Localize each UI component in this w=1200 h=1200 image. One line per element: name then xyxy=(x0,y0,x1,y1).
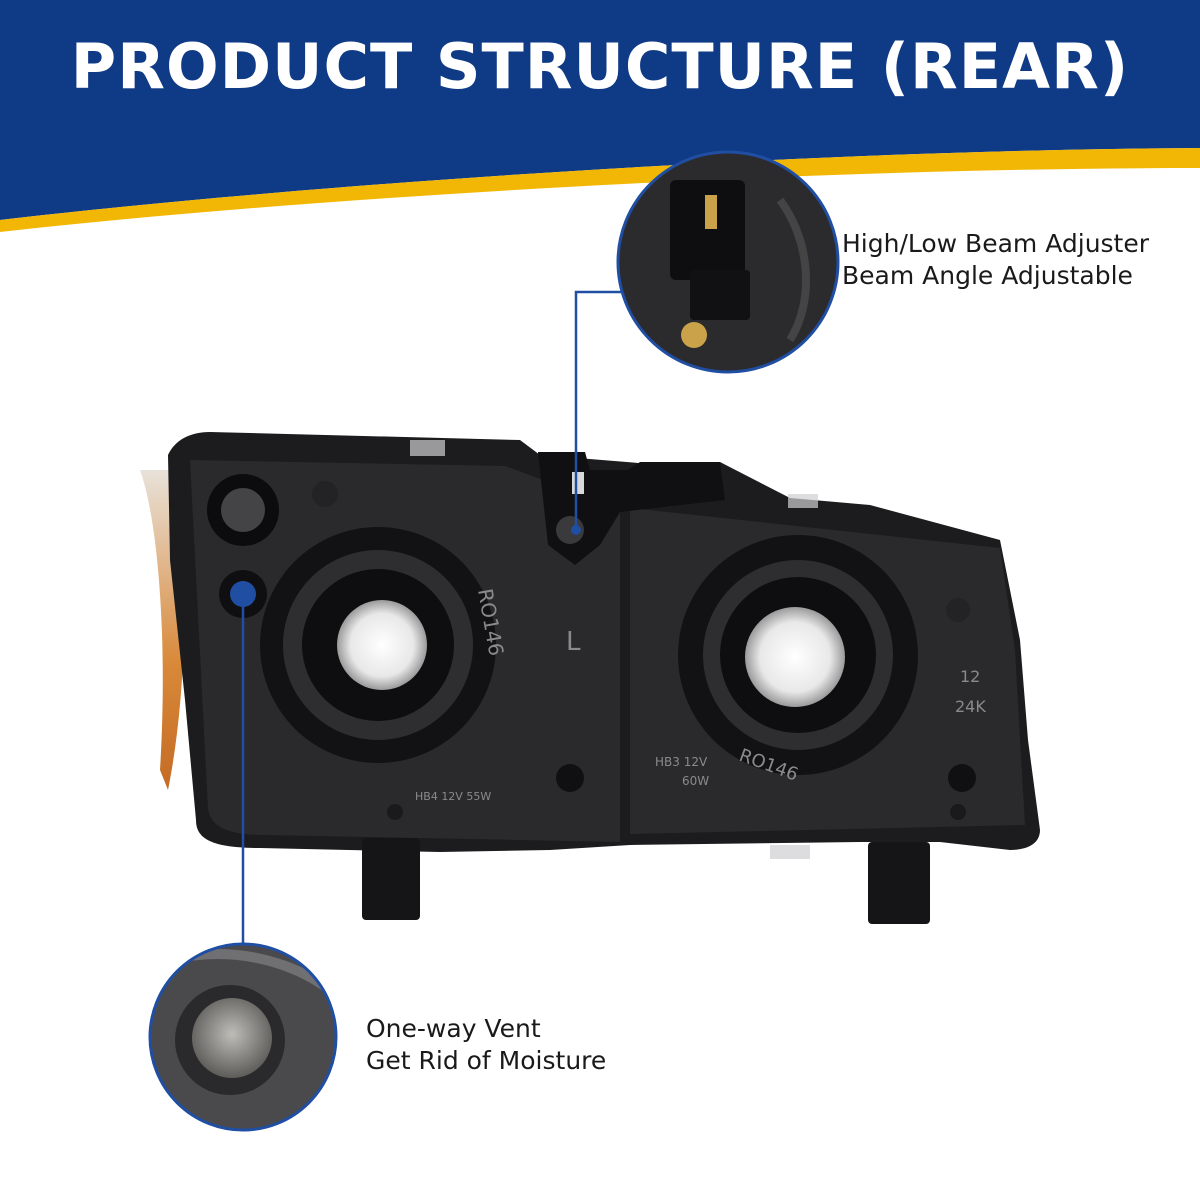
number-mark: 12 xyxy=(960,667,980,686)
vent-caption-line1: One-way Vent xyxy=(366,1014,541,1043)
side-letter-mark: L xyxy=(566,627,581,657)
accent-stripe xyxy=(0,148,1200,232)
code-mark: 24K xyxy=(955,697,986,716)
vent-caption-line2: Get Rid of Moisture xyxy=(366,1046,607,1075)
leader-lines xyxy=(241,290,634,945)
adjuster-leader-line xyxy=(574,290,634,530)
beam-adjuster-caption: High/Low Beam Adjuster Beam Angle Adjust… xyxy=(842,228,1149,292)
vent-caption: One-way Vent Get Rid of Moisture xyxy=(366,1013,606,1077)
beam-adjuster-caption-line2: Beam Angle Adjustable xyxy=(842,261,1133,290)
vent-closeup-icon xyxy=(148,942,338,1132)
header-banner xyxy=(0,0,1200,232)
beam-adjuster-closeup-icon xyxy=(616,150,840,374)
bulb-mark-right: HB3 12V xyxy=(655,755,708,769)
page-title: PRODUCT STRUCTURE (REAR) xyxy=(70,30,1130,103)
mount-tab-right xyxy=(868,842,930,924)
lamp-housing xyxy=(168,432,1040,924)
mount-tab-left xyxy=(362,838,420,920)
beam-adjuster-caption-line1: High/Low Beam Adjuster xyxy=(842,229,1150,258)
bulb-mark-left: HB4 12V 55W xyxy=(415,790,491,803)
watt-mark: 60W xyxy=(682,774,709,788)
